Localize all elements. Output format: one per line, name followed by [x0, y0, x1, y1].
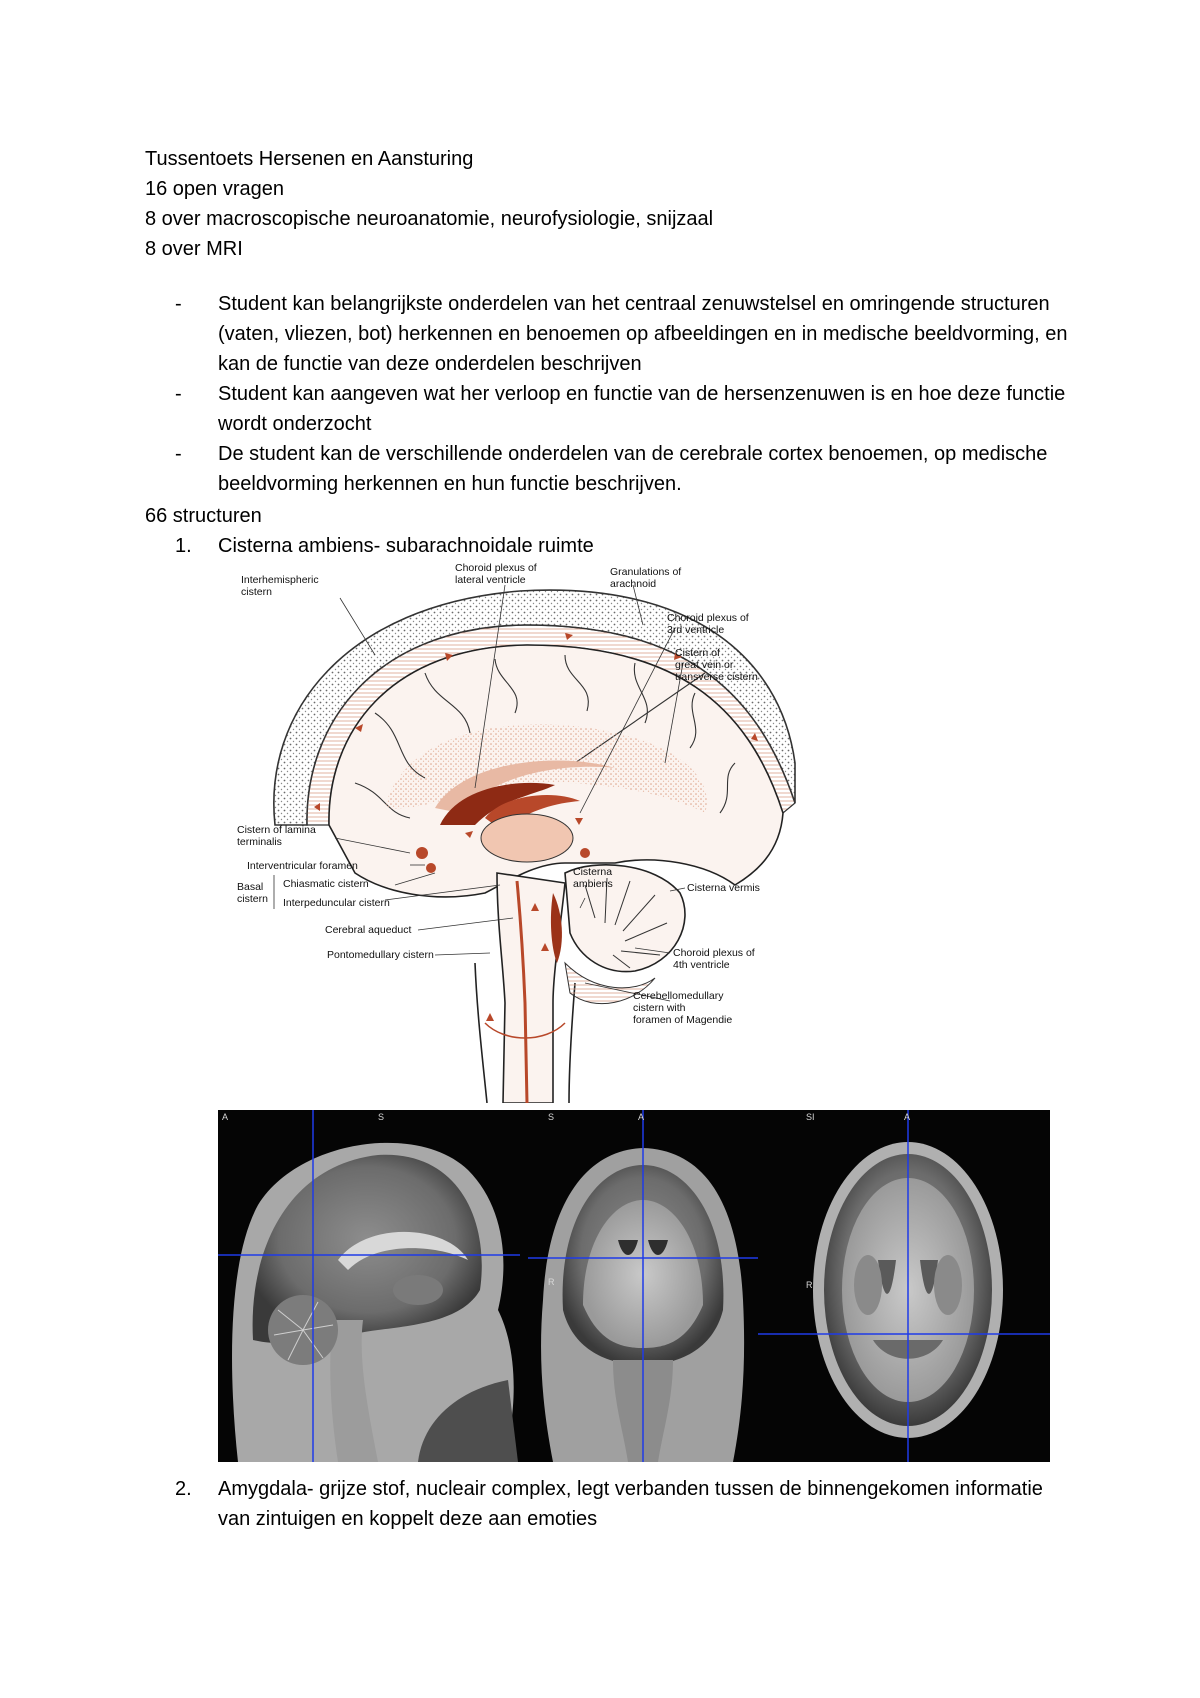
- label-cisterna-vermis: Cisterna vermis: [687, 882, 760, 894]
- label-pontomedullary-cistern: Pontomedullary cistern: [327, 949, 434, 961]
- csf-flow-arrows: [314, 633, 758, 1021]
- label-cerebral-aqueduct: Cerebral aqueduct: [325, 924, 411, 936]
- mri-side-tag: R: [806, 1280, 813, 1290]
- item-text: Cisterna ambiens- subarachnoidale ruimte: [218, 535, 594, 557]
- cerebral-aqueduct-line: [515, 880, 529, 1103]
- numbered-item: 2. Amygdala- grijze stof, nucleair compl…: [175, 1474, 1075, 1534]
- label-arachnoid-granulations: Granulations of arachnoid: [610, 566, 684, 590]
- label-chiasmatic-cistern: Chiasmatic cistern: [283, 878, 369, 890]
- cerebellar-folia: [584, 877, 668, 969]
- exam-info-line: 16 open vragen: [145, 178, 285, 200]
- mri-orientation-tag: A: [638, 1112, 644, 1122]
- csf-flow-loop: [484, 1022, 566, 1039]
- mri-orientation-tag: A: [904, 1112, 910, 1122]
- list-item: - Student kan aangeven wat her verloop en…: [175, 379, 1075, 439]
- bullet-marker: -: [175, 293, 182, 315]
- label-choroid-plexus-3rd: Choroid plexus of 3rd ventricle: [667, 612, 752, 636]
- label-cisterna-ambiens: Cisterna ambiens: [573, 866, 615, 890]
- thalamus: [480, 813, 574, 863]
- spinal-canal-right: [568, 982, 576, 1103]
- label-interpeduncular-cistern: Interpeduncular cistern: [283, 897, 390, 909]
- leader-lines: [334, 584, 686, 1002]
- mri-triplanar-svg: A S S A SI A R R: [218, 1110, 1050, 1462]
- choroid-plexus-marks: [416, 847, 590, 873]
- exam-info-line: 8 over MRI: [145, 238, 243, 260]
- label-choroid-plexus-lateral: Choroid plexus of lateral ventricle: [455, 563, 540, 586]
- cisterna-magna: [564, 961, 656, 1005]
- item-number: 2.: [175, 1478, 192, 1500]
- bullet-marker: -: [175, 443, 182, 465]
- label-lamina-terminalis-cistern: Cistern of lamina terminalis: [237, 824, 319, 848]
- list-item-text: De student kan de verschillende onderdel…: [218, 443, 1048, 495]
- label-choroid-plexus-4th: Choroid plexus of 4th ventricle: [673, 947, 758, 971]
- label-basal-cistern: Basal cistern: [237, 881, 268, 905]
- cisterns-diagram-svg: Interhemispheric cistern Choroid plexus …: [237, 563, 796, 1103]
- bullet-marker: -: [175, 383, 182, 405]
- document-title: Tussentoets Hersenen en Aansturing: [145, 148, 474, 170]
- learning-objectives-list: - Student kan belangrijkste onderdelen va…: [175, 289, 1075, 499]
- fourth-ventricle: [550, 893, 562, 963]
- lateral-ventricle: [440, 782, 555, 825]
- mri-orientation-tag: SI: [806, 1112, 815, 1122]
- mri-crosshairs: [218, 1110, 1050, 1462]
- cerebellum-folia-mri: [273, 1301, 334, 1361]
- item-number: 1.: [175, 535, 192, 557]
- numbered-item: 1. Cisterna ambiens- subarachnoidale rui…: [175, 531, 1075, 561]
- list-item: - De student kan de verschillende onderde…: [175, 439, 1075, 499]
- list-item-text: Student kan aangeven wat her verloop en …: [218, 383, 1066, 435]
- label-great-vein-cistern: Cistern of great vein or transverse cist…: [675, 647, 758, 683]
- mri-triplanar-figure: A S S A SI A R R: [218, 1110, 1050, 1462]
- label-interhemispheric-cistern: Interhemispheric cistern: [241, 574, 322, 598]
- cerebellum: [564, 864, 686, 973]
- list-item: - Student kan belangrijkste onderdelen va…: [175, 289, 1075, 379]
- mri-side-tag: R: [548, 1277, 555, 1287]
- mri-orientation-tag: A: [222, 1112, 228, 1122]
- mri-orientation-tag: S: [378, 1112, 384, 1122]
- cisterns-diagram: Interhemispheric cistern Choroid plexus …: [235, 563, 845, 1103]
- corpus-callosum: [435, 760, 615, 813]
- item-text: Amygdala- grijze stof, nucleair complex,…: [218, 1478, 1043, 1530]
- label-cerebellomedullary-cistern: Cerebellomedullary cistern with foramen …: [633, 990, 732, 1026]
- exam-info-line: 8 over macroscopische neuroanatomie, neu…: [145, 208, 714, 230]
- structures-heading: 66 structuren: [145, 505, 262, 527]
- label-interventricular-foramen: Interventricular foramen: [247, 860, 358, 872]
- mri-sagittal-view: [232, 1142, 518, 1462]
- list-item-text: Student kan belangrijkste onderdelen van…: [218, 293, 1068, 375]
- spinal-canal-left: [474, 962, 488, 1103]
- mri-orientation-tag: S: [548, 1112, 554, 1122]
